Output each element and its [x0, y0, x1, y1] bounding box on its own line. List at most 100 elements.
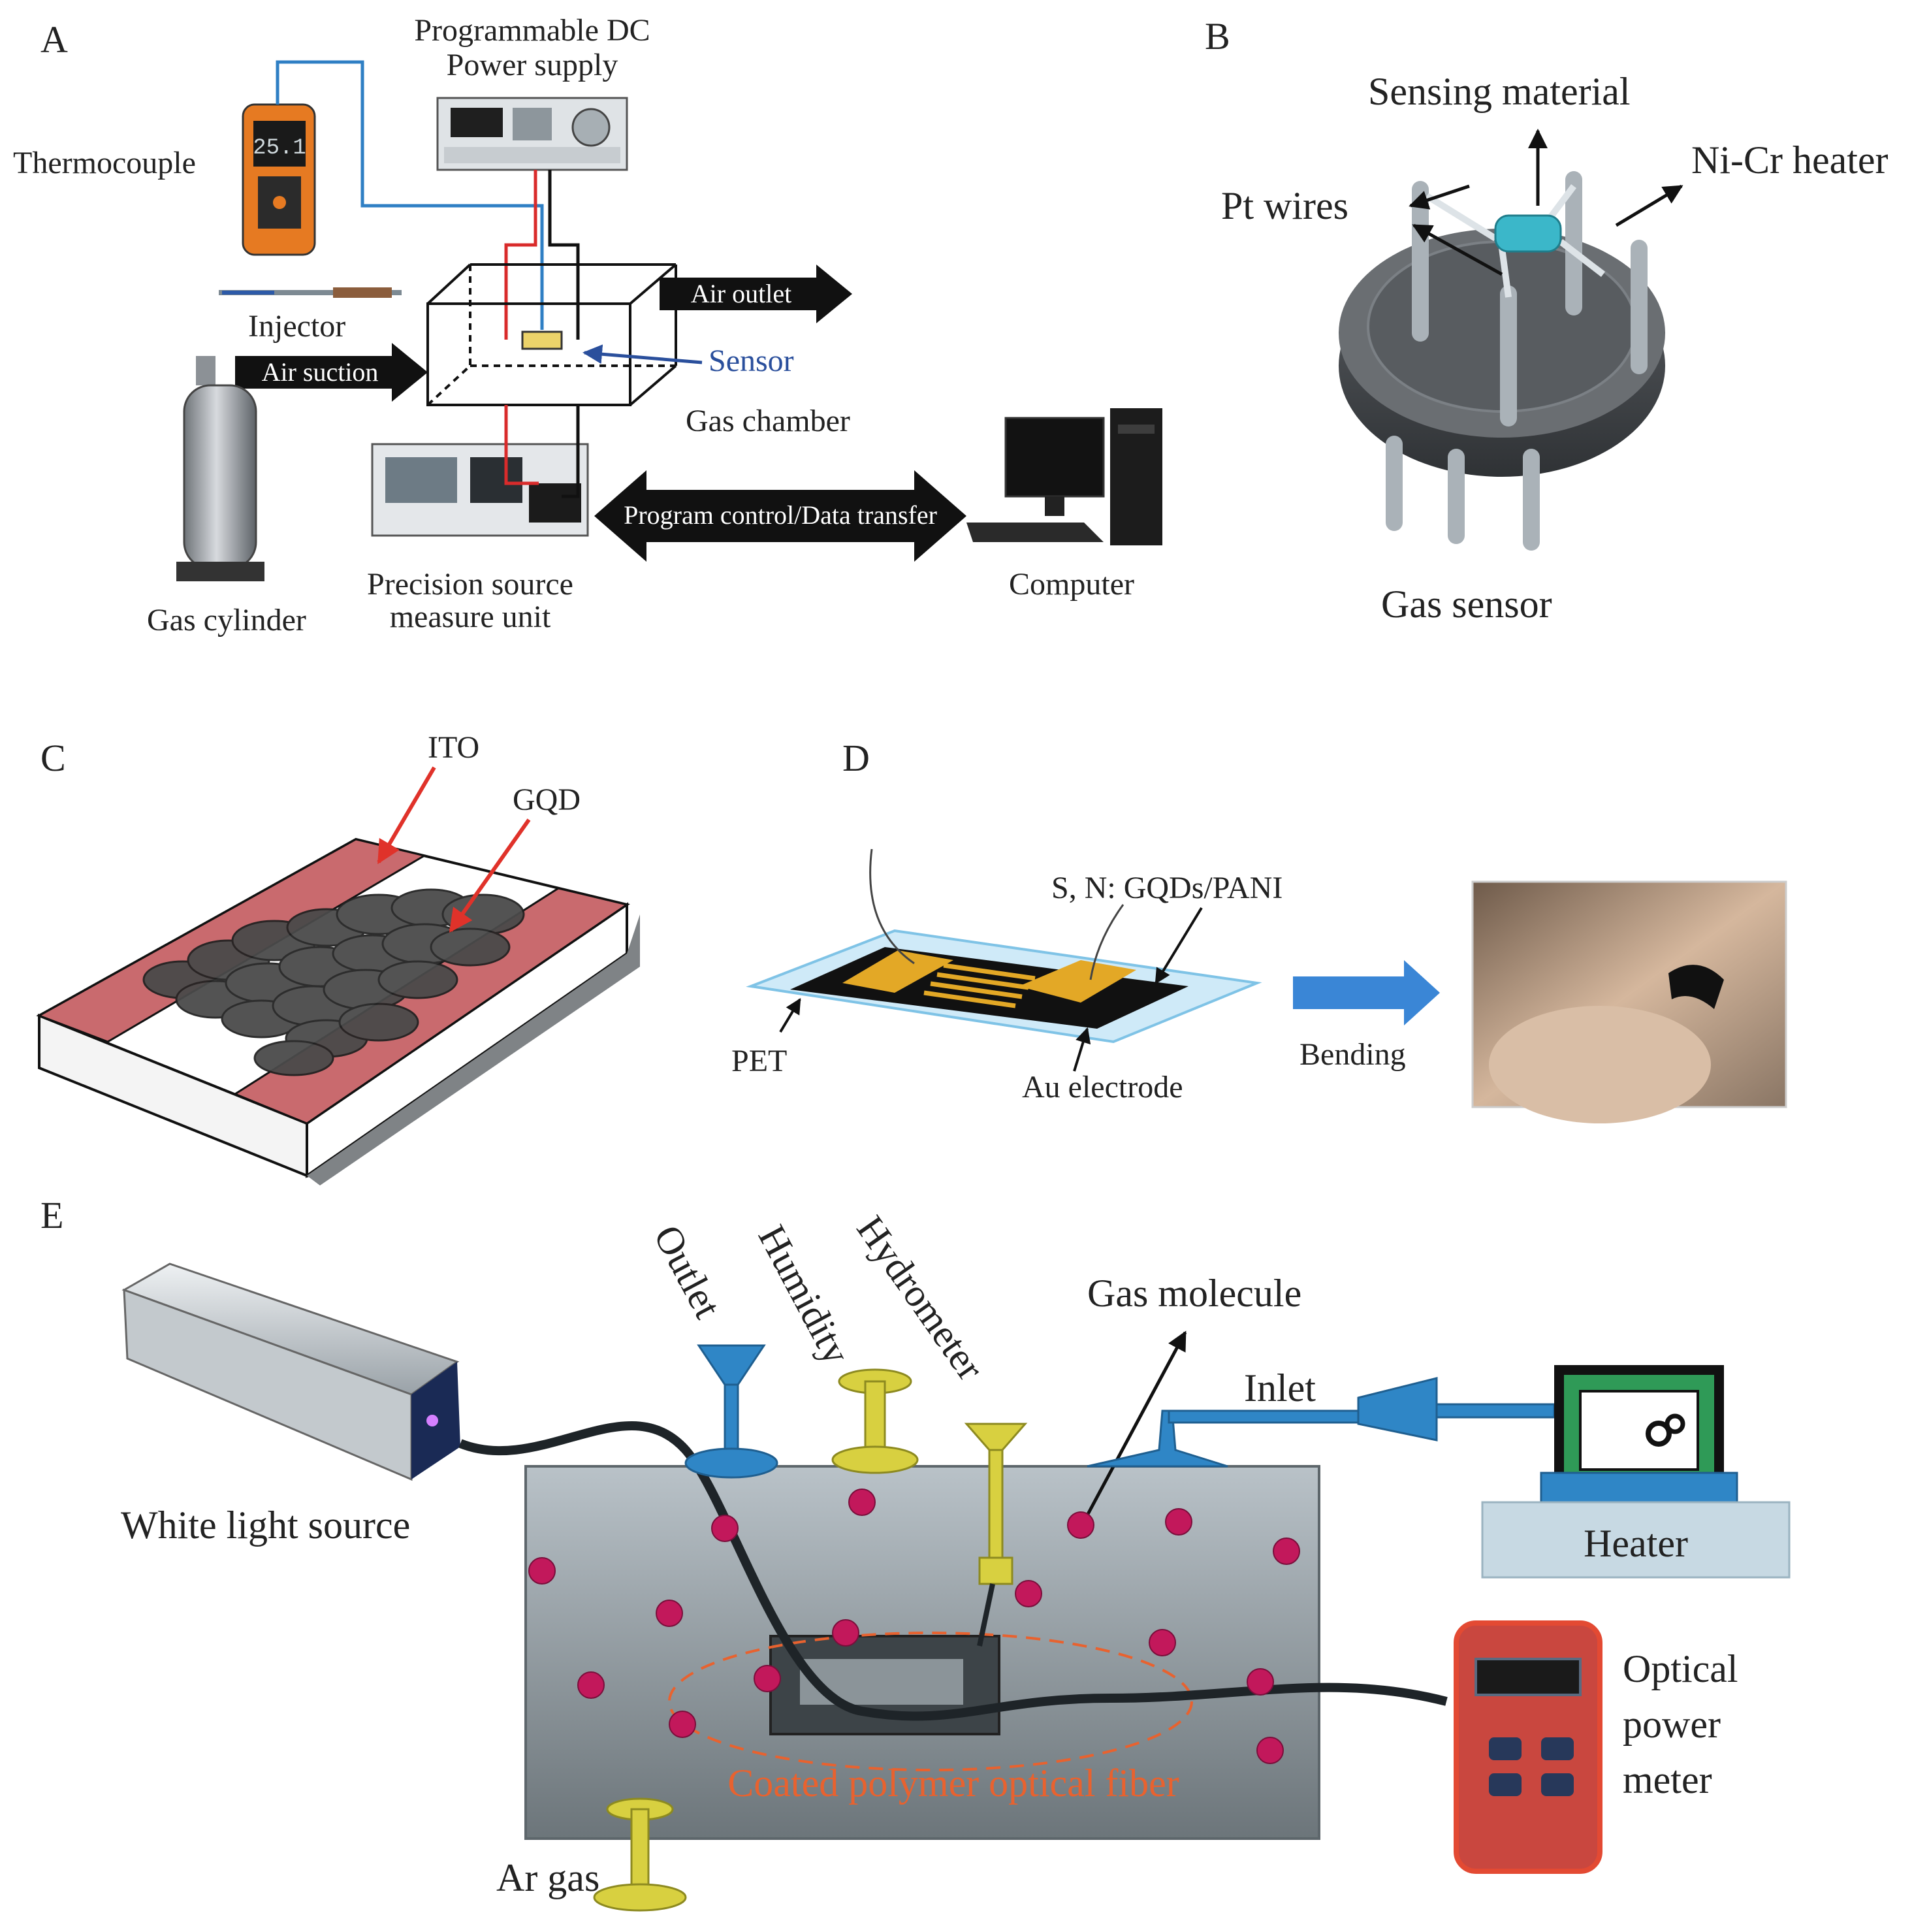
ar-gas-label: Ar gas	[496, 1856, 599, 1899]
gas-molecule	[669, 1711, 696, 1738]
optical-label-line3: meter	[1623, 1758, 1712, 1801]
white-light-source-label: White light source	[121, 1504, 410, 1547]
pt-wire-arrow-1	[1409, 184, 1470, 210]
air-outlet-label: Air outlet	[691, 279, 791, 308]
photo-bent-sensor	[1668, 965, 1724, 1009]
panel-d-letter: D	[842, 737, 870, 779]
lead-wire-right	[1089, 904, 1124, 980]
gas-molecule-label: Gas molecule	[1087, 1272, 1301, 1315]
panel-c: C ITO GQD	[36, 730, 640, 1185]
smu-label-line2: measure unit	[390, 600, 551, 634]
gas-molecule	[832, 1619, 859, 1647]
hydrometer-label: Hydrometer	[848, 1208, 992, 1388]
gas-molecule-pointer-arrow	[1085, 1330, 1187, 1517]
humidity-label: Humidity	[750, 1218, 859, 1371]
gas-molecule	[1015, 1580, 1042, 1607]
gas-molecule	[848, 1489, 876, 1516]
gas-cylinder-device	[176, 356, 264, 581]
optical-label-line1: Optical	[1623, 1647, 1738, 1690]
gas-molecule	[1273, 1538, 1300, 1565]
panel-c-letter: C	[40, 737, 66, 779]
outlet-label: Outlet	[646, 1218, 730, 1325]
psu-label-line1: Programmable DC	[414, 13, 650, 48]
gas-molecule	[711, 1515, 739, 1542]
ar-gas-spool	[593, 1797, 687, 1912]
gas-sensor-label: Gas sensor	[1381, 583, 1552, 626]
pt-wires-label: Pt wires	[1221, 184, 1348, 227]
gas-molecule	[528, 1557, 556, 1585]
photo-finger	[1489, 1006, 1711, 1123]
gas-molecule	[1149, 1629, 1176, 1656]
heater-arrow	[1615, 184, 1683, 227]
sensor-pointer-arrow	[582, 344, 703, 364]
sensing-material-label: Sensing material	[1368, 70, 1631, 113]
gas-molecules	[528, 1489, 1300, 1764]
gqd-pointer-arrow	[449, 818, 531, 933]
computer-device	[966, 408, 1162, 545]
white-light-source-device	[121, 1263, 460, 1481]
source-measure-unit-device	[371, 443, 589, 537]
gas-molecule	[656, 1600, 683, 1627]
gas-molecule	[1256, 1737, 1284, 1764]
air-outlet-arrow: Air outlet	[660, 265, 852, 323]
gas-molecule	[577, 1671, 605, 1699]
psu-label-line2: Power supply	[447, 48, 618, 82]
air-suction-label: Air suction	[262, 357, 379, 387]
coated-fiber-label: Coated polymer optical fiber	[727, 1762, 1179, 1805]
optical-power-meter-device	[1454, 1620, 1602, 1874]
program-control-label: Program control/Data transfer	[624, 500, 937, 530]
ito-pointer-arrow	[377, 766, 436, 865]
outlet-funnel	[684, 1344, 778, 1479]
au-electrode-left	[842, 950, 953, 993]
pet-label: PET	[731, 1044, 787, 1078]
dc-power-supply-device	[436, 97, 628, 171]
film-pointer-arrow	[1155, 907, 1203, 985]
inlet-nozzle	[1087, 1377, 1555, 1468]
pt-wire-arrow-2	[1412, 223, 1503, 276]
bending-label: Bending	[1299, 1037, 1406, 1072]
humidity-spool	[831, 1368, 919, 1474]
au-pointer-arrow	[1073, 1027, 1091, 1072]
sensing-material-tube	[1494, 214, 1562, 253]
au-electrode-label: Au electrode	[1022, 1070, 1183, 1104]
heater-label: Heater	[1584, 1522, 1688, 1565]
computer-label: Computer	[1009, 567, 1134, 602]
gqd-film	[142, 888, 525, 1076]
panel-b-letter: B	[1205, 15, 1230, 57]
injector-label: Injector	[248, 309, 345, 344]
gas-molecule	[1247, 1668, 1274, 1696]
sensor-label: Sensor	[709, 344, 794, 378]
optical-label-line2: power	[1623, 1703, 1721, 1746]
thermocouple-readout: 25.1	[253, 136, 306, 161]
panel-d: D S, N: GQDs/PANI PET Au electrode Bendi…	[731, 737, 1787, 1123]
program-control-arrow: Program control/Data transfer	[594, 470, 966, 562]
panel-a: A 25.1 Thermocouple Programmable DC Powe…	[13, 13, 1162, 637]
panel-e-letter: E	[40, 1194, 63, 1236]
thermocouple-label: Thermocouple	[13, 146, 196, 180]
panel-b: B Sensing material Ni-Cr heater Pt wires	[1205, 15, 1889, 626]
smu-label-line1: Precision source	[367, 567, 573, 602]
ito-label: ITO	[428, 730, 479, 765]
injector-syringe	[219, 287, 402, 298]
gas-cylinder-label: Gas cylinder	[147, 603, 306, 637]
sensor-chip	[521, 330, 563, 350]
interdigitated-fingers	[923, 963, 1036, 1008]
lead-wire-left	[869, 848, 915, 965]
gas-molecule	[1067, 1511, 1094, 1539]
panel-e: E White light source Coated polymer opti…	[40, 1194, 1791, 1912]
heater-device	[1481, 1365, 1791, 1579]
gas-molecule	[754, 1665, 781, 1692]
inlet-label: Inlet	[1244, 1366, 1316, 1409]
panel-a-letter: A	[40, 18, 68, 61]
smu-red-wire	[504, 405, 539, 485]
bending-arrow	[1293, 960, 1440, 1025]
gas-molecule	[1165, 1508, 1192, 1536]
au-electrode-right	[1019, 960, 1136, 1003]
optical-fiber	[458, 1421, 1448, 1721]
thermocouple-device: 25.1	[242, 103, 316, 256]
gqd-label: GQD	[513, 782, 581, 817]
psu-red-wire	[504, 170, 537, 340]
pet-pointer-arrow	[779, 997, 801, 1033]
sensor-pins	[1386, 171, 1648, 551]
